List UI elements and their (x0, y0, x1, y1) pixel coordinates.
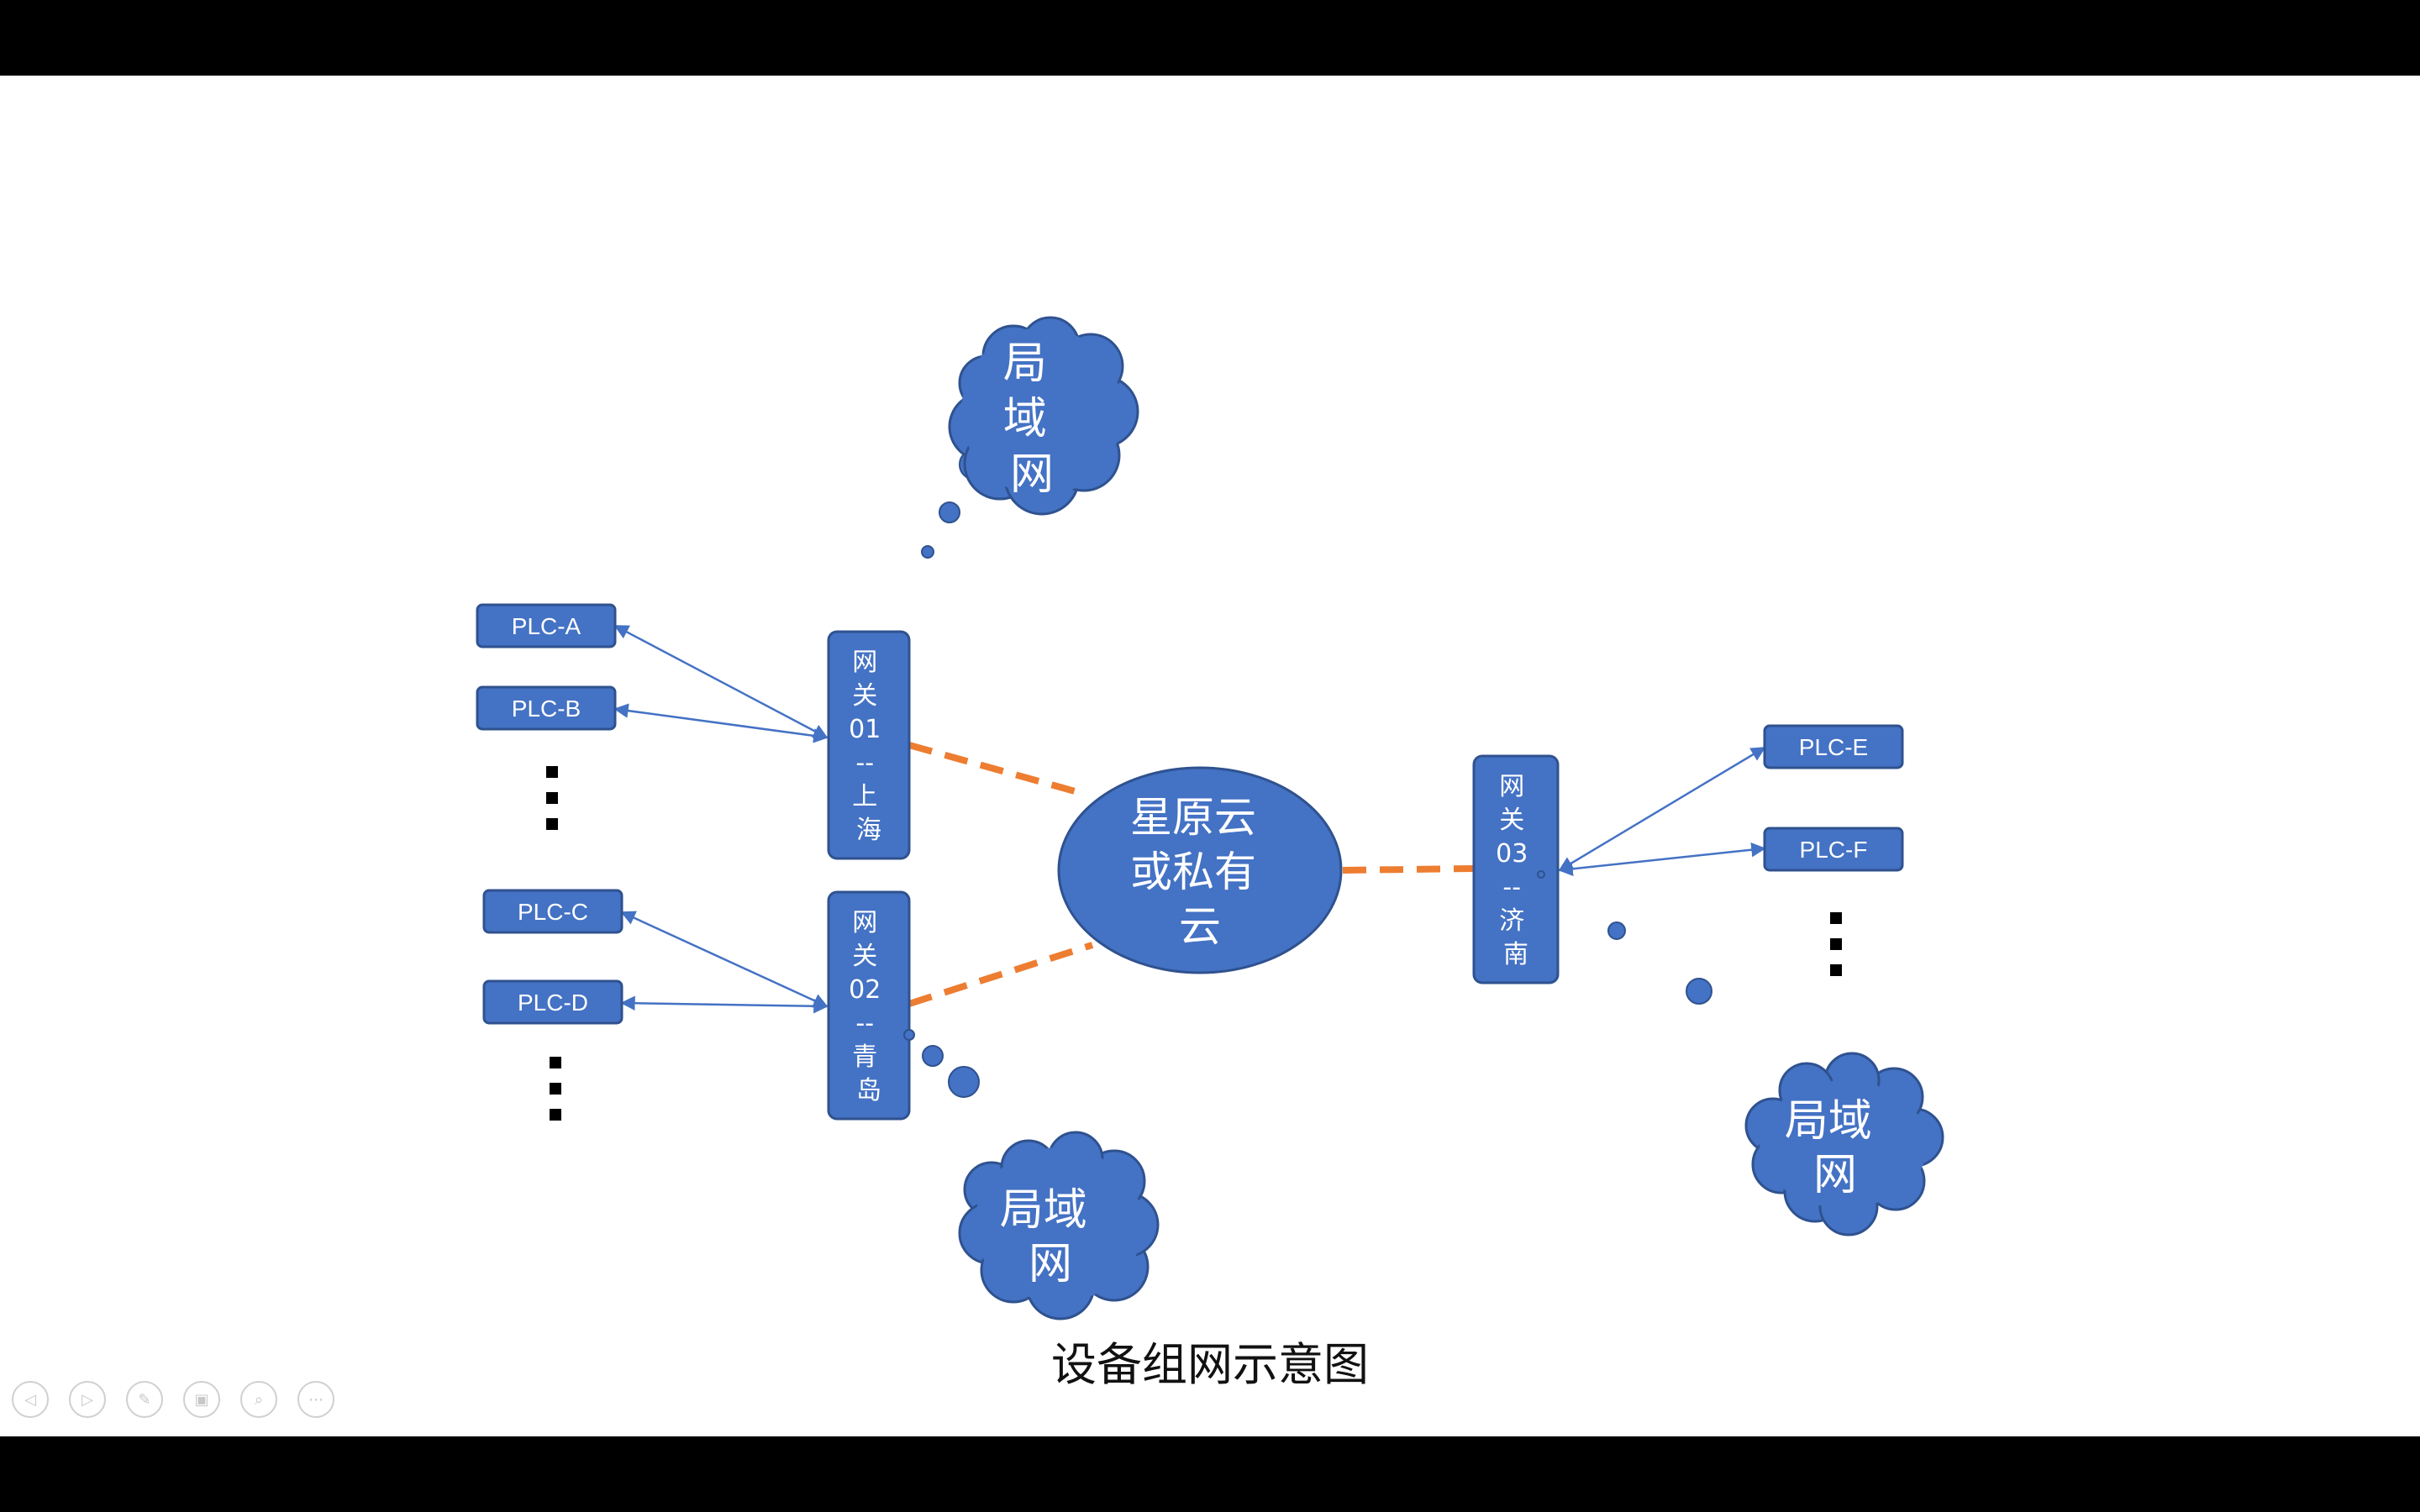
gateway-01-line: -- (855, 748, 874, 778)
more-icon: ⋯ (308, 1390, 324, 1409)
gateway-02: 网 关 02 -- 青 岛 (827, 890, 911, 1121)
plc-a-label: PLC-A (512, 613, 581, 639)
link-gw01-cloud (908, 742, 1086, 797)
lan-cloud-top-line: 网 (1010, 449, 1054, 500)
bubble-dot (903, 1029, 915, 1041)
gateway-01-line: 海 (856, 816, 881, 845)
lan-cloud-bottom: 局域 网 (958, 1131, 1160, 1320)
plc-d-label: PLC-D (518, 990, 588, 1016)
plc-arrows (613, 624, 1766, 1014)
gateway-01-line: 网 (852, 648, 877, 677)
slide: 星原云 或私有 云 网 关 01 -- 上 海 网 关 02 -- (0, 76, 2420, 1436)
plc-d: PLC-D (482, 979, 623, 1025)
gateway-03-line: 济 (1499, 906, 1524, 936)
prev-slide-button[interactable]: ◁ (12, 1381, 49, 1418)
diagram-caption: 设备组网示意图 (1051, 1338, 1369, 1391)
lan-cloud-bottom-line: 局域 (1000, 1185, 1087, 1236)
plc-e: PLC-E (1763, 724, 1904, 769)
arrow-plc-d (620, 995, 829, 1014)
next-icon: ▷ (82, 1390, 93, 1409)
arrow-plc-c (620, 911, 829, 1008)
gateway-01-line: 关 (852, 681, 877, 711)
bubble-dot (939, 501, 960, 523)
bubble-dot (948, 1066, 980, 1098)
bubble-dot (1607, 921, 1626, 940)
lan-cloud-right-line: 网 (1813, 1150, 1857, 1200)
lan-cloud-top-line: 局 (1003, 339, 1047, 389)
gateway-03-line: 网 (1499, 772, 1524, 801)
lan-cloud-bottom-line: 网 (1028, 1239, 1072, 1289)
zoom-icon: ⌕ (254, 1390, 264, 1409)
slides-button[interactable]: ▣ (183, 1381, 220, 1418)
plc-f: PLC-F (1763, 827, 1904, 872)
arrow-plc-b (613, 703, 829, 743)
plc-c: PLC-C (482, 889, 623, 934)
plc-e-label: PLC-E (1799, 734, 1868, 760)
bubble-dot (922, 1045, 944, 1067)
gateway-02-line: 岛 (856, 1076, 881, 1105)
svg-text:网 关 03: 网 关 03 -- 济 南 (1496, 772, 1536, 969)
ellipsis-gw03 (1830, 912, 1842, 976)
lan-cloud-right: 局域 网 (1744, 1052, 1944, 1236)
central-cloud-line-1: 星原云 (1130, 793, 1256, 842)
svg-text:局域 网: 局域 网 (1785, 1096, 1886, 1200)
svg-text:星原云 或私有 云: 星原云 或私有 云 (1130, 793, 1270, 951)
zoom-button[interactable]: ⌕ (240, 1381, 277, 1418)
pen-button[interactable]: ✎ (126, 1381, 163, 1418)
ellipsis-gw02 (550, 1057, 561, 1121)
pen-icon: ✎ (138, 1390, 151, 1409)
gateway-01-line: 01 (849, 715, 881, 744)
gateway-03-line: 南 (1503, 940, 1528, 969)
gateway-01: 网 关 01 -- 上 海 (827, 630, 911, 860)
svg-text:网 关 02: 网 关 02 -- 青 岛 (849, 908, 889, 1105)
arrow-plc-f (1558, 842, 1766, 877)
ellipsis-markers (546, 766, 1842, 1121)
gateway-02-line: 网 (852, 908, 877, 937)
prev-icon: ◁ (24, 1390, 36, 1409)
gateway-02-line: -- (855, 1009, 874, 1038)
gateway-02-line: 关 (852, 942, 877, 971)
link-gw03-cloud (1342, 865, 1475, 874)
gateway-03-line: 关 (1499, 806, 1524, 835)
plc-b: PLC-B (476, 685, 617, 731)
central-cloud-line-2: 或私有 (1130, 848, 1256, 896)
plc-c-label: PLC-C (518, 899, 588, 925)
gateway-03-line: -- (1502, 873, 1521, 902)
gateway-03-line: 03 (1496, 839, 1528, 869)
network-diagram: 星原云 或私有 云 网 关 01 -- 上 海 网 关 02 -- (476, 316, 1944, 1320)
central-cloud-line-3: 云 (1179, 902, 1221, 951)
arrow-plc-a (613, 624, 829, 739)
gateway-02-line: 02 (849, 975, 881, 1005)
plc-f-label: PLC-F (1800, 837, 1868, 863)
bubble-dots (903, 449, 1712, 1098)
lan-cloud-top-line: 域 (1003, 394, 1047, 444)
dashed-links (908, 742, 1475, 1007)
lan-cloud-right-line: 局域 (1785, 1096, 1872, 1147)
link-gw02-cloud (908, 942, 1094, 1007)
ellipsis-gw01 (546, 766, 558, 830)
lan-cloud-top: 局 域 网 (948, 316, 1139, 516)
plc-b-label: PLC-B (512, 696, 581, 722)
slides-icon: ▣ (194, 1390, 209, 1409)
svg-text:局域 网: 局域 网 (1000, 1185, 1102, 1289)
bubble-dot (921, 545, 934, 559)
gateway-01-line: 上 (852, 782, 877, 811)
gateway-03: 网 关 03 -- 济 南 (1472, 754, 1560, 984)
bubble-dot (1686, 978, 1712, 1005)
more-button[interactable]: ⋯ (297, 1381, 334, 1418)
presentation-toolbar: ◁ ▷ ✎ ▣ ⌕ ⋯ (12, 1381, 334, 1425)
plc-a: PLC-A (476, 603, 617, 648)
svg-text:局 域 网: 局 域 网 (1003, 339, 1061, 500)
gateway-02-line: 青 (852, 1042, 877, 1072)
central-cloud: 星原云 或私有 云 (1057, 766, 1343, 974)
next-slide-button[interactable]: ▷ (69, 1381, 106, 1418)
bubble-dot (1537, 870, 1545, 879)
svg-text:网 关 01: 网 关 01 -- 上 海 (849, 648, 889, 845)
